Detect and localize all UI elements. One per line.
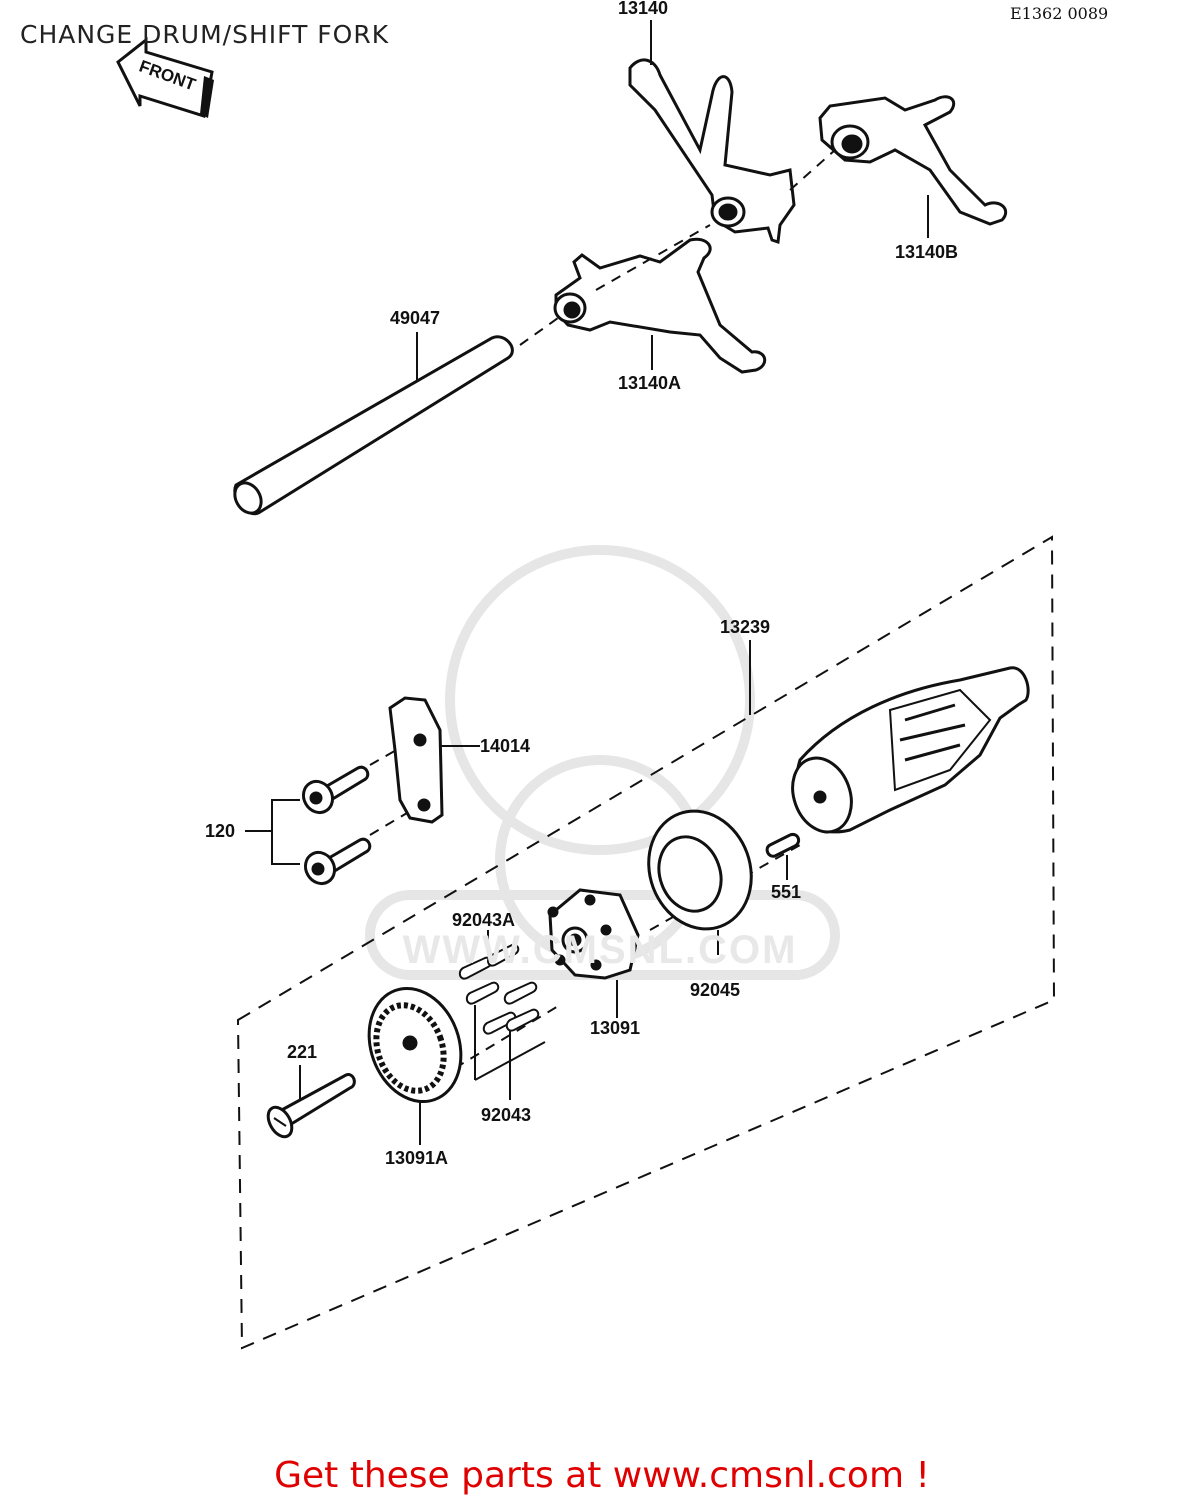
drum-assembly-box [236,535,1056,1350]
shaft-49047-icon [233,335,514,516]
assembly-lines [369,149,836,1069]
part-label-13091a[interactable]: 13091A [385,1148,449,1168]
part-label-92043[interactable]: 92043 [481,1105,532,1125]
pins-92043-icon [458,943,546,1081]
leader-lines [245,20,929,1145]
part-label-13239[interactable]: 13239 [720,617,771,637]
part-label-551[interactable]: 551 [771,882,802,902]
part-label-120[interactable]: 120 [205,821,236,841]
part-label-13140[interactable]: 13140 [618,0,669,18]
shift-fork-13140-icon [628,58,796,245]
change-drum-13239-icon [791,666,1030,834]
part-label-13140a[interactable]: 13140A [618,373,682,393]
plate-13091a-icon [367,986,463,1104]
shift-fork-13140b-icon [818,95,1008,226]
bolts-120-icon [301,765,372,886]
footer-link[interactable]: Get these parts at www.cmsnl.com ! [274,1455,930,1496]
pin-551-icon [765,832,801,858]
part-label-49047[interactable]: 49047 [390,308,441,328]
front-arrow-icon [116,36,214,118]
part-label-92043a[interactable]: 92043A [452,910,516,930]
part-label-13140b[interactable]: 13140B [895,242,959,262]
part-label-221[interactable]: 221 [287,1042,318,1062]
screw-221-icon [266,1073,356,1139]
diagram-code: E1362 0089 [1010,4,1109,23]
page-title: CHANGE DRUM/SHIFT FORK [20,20,390,49]
part-label-92045[interactable]: 92045 [690,980,741,1000]
pin-holder-13091-icon [547,888,640,980]
watermark-text: WWW.CMSNL.COM [402,928,798,972]
part-label-13091[interactable]: 13091 [590,1018,641,1038]
bearing-92045-icon [647,809,753,931]
part-label-14014[interactable]: 14014 [480,736,531,756]
stopper-plate-14014-icon [388,696,444,824]
shift-fork-13140a-icon [553,237,767,374]
